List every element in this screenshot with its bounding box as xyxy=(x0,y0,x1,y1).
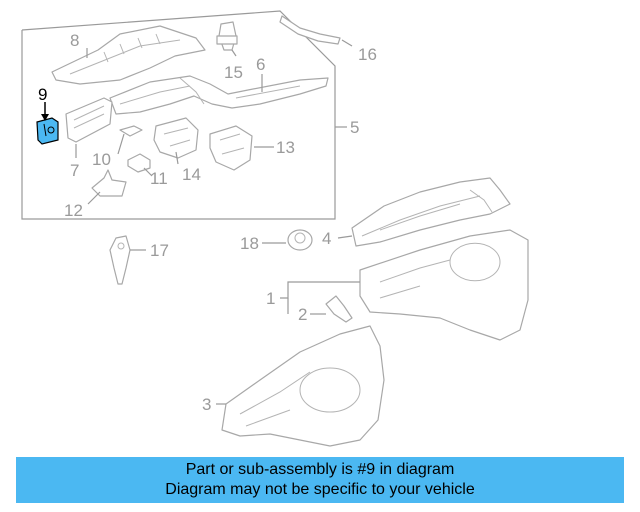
leader-lines xyxy=(41,39,360,405)
part-6-frame-rail[interactable] xyxy=(109,75,329,115)
label-5: 5 xyxy=(350,118,359,137)
label-13: 13 xyxy=(276,138,295,157)
part-9-reinforcement[interactable] xyxy=(36,117,59,145)
part-1-fender-apron[interactable] xyxy=(359,229,529,341)
label-15: 15 xyxy=(224,63,243,82)
part-16-wire-bracket[interactable] xyxy=(279,15,341,45)
label-11: 11 xyxy=(150,169,168,188)
label-1: 1 xyxy=(266,289,275,308)
label-2: 2 xyxy=(298,305,307,324)
label-12: 12 xyxy=(64,201,83,220)
part-11-clip[interactable] xyxy=(127,153,151,173)
label-8: 8 xyxy=(70,31,79,50)
banner-line-part: Part or sub-assembly is #9 in diagram xyxy=(185,461,455,478)
part-14-gusset[interactable] xyxy=(153,117,199,159)
part-10-plate[interactable] xyxy=(119,125,143,137)
label-6: 6 xyxy=(256,55,265,74)
part-labels: 8 15 16 6 9 5 10 13 7 11 14 12 4 18 17 1… xyxy=(38,31,377,414)
part-4-upper-apron[interactable] xyxy=(351,177,511,247)
label-3: 3 xyxy=(202,395,211,414)
part-15-bolt[interactable] xyxy=(216,21,238,51)
label-7: 7 xyxy=(70,161,79,180)
sub-assembly-box xyxy=(21,10,347,220)
label-9: 9 xyxy=(38,85,47,104)
label-16: 16 xyxy=(358,45,377,64)
info-banner: Part or sub-assembly is #9 in diagram Di… xyxy=(16,457,624,503)
part-17-clip[interactable] xyxy=(109,235,131,285)
label-18: 18 xyxy=(240,234,259,253)
banner-line-disclaimer: Diagram may not be specific to your vehi… xyxy=(165,481,475,498)
part-18-grommet[interactable] xyxy=(287,229,313,251)
part-2-clip[interactable] xyxy=(325,295,353,323)
part-12-mount[interactable] xyxy=(91,169,127,197)
label-17: 17 xyxy=(150,241,169,260)
label-4: 4 xyxy=(322,229,331,248)
part-3-lower-apron[interactable] xyxy=(221,325,385,447)
parts-diagram: 8 15 16 6 9 5 10 13 7 11 14 12 4 18 17 1… xyxy=(21,10,529,447)
part-7-lower-bracket[interactable] xyxy=(65,97,113,143)
part-8-upper-rail[interactable] xyxy=(51,25,206,85)
label-14: 14 xyxy=(182,165,201,184)
label-10: 10 xyxy=(92,150,111,169)
part-13-bracket[interactable] xyxy=(209,125,253,171)
